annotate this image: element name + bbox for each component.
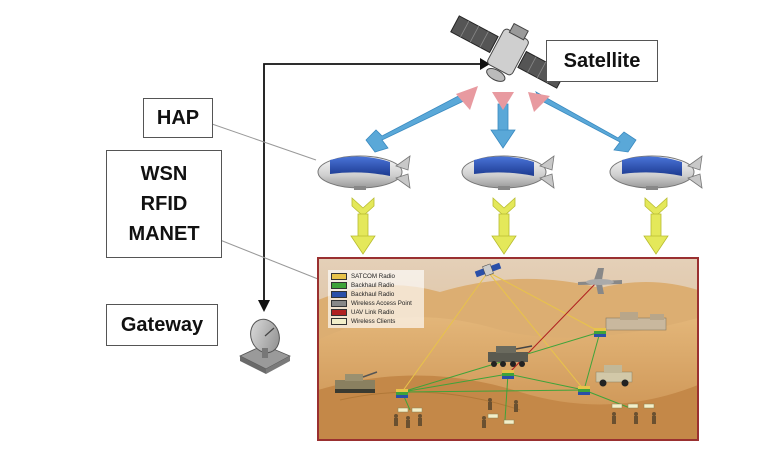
building-icon (605, 312, 667, 331)
gateway-satellite-link (258, 58, 490, 312)
rfid-label-text: RFID (140, 193, 188, 215)
satellite-label-text: Satellite (563, 49, 641, 72)
soldier-icon (394, 398, 656, 428)
legend-swatch (331, 318, 347, 325)
legend-label: Backhaul Radio (351, 282, 395, 289)
uav-icon (578, 268, 622, 294)
hap-ground-links (350, 197, 669, 255)
legend-item: SATCOM Radio (331, 272, 421, 281)
gateway-dish-icon (239, 318, 291, 374)
legend-label: Wireless Clients (351, 318, 396, 325)
wsn-label-text: WSN (140, 163, 188, 185)
gateway-label-text: Gateway (120, 313, 204, 336)
wsn-leader-line (219, 239, 319, 280)
legend-swatch (331, 291, 347, 298)
satellite-label: Satellite (546, 40, 658, 82)
hap-leader-line (211, 123, 317, 161)
legend-item: Wireless Clients (331, 317, 421, 326)
legend-item: Backhaul Radio (331, 290, 421, 299)
gateway-label: Gateway (106, 304, 218, 346)
airship-icon (461, 155, 555, 190)
tank-icon (335, 371, 378, 393)
legend-swatch (331, 273, 347, 280)
tank-icon (488, 345, 533, 367)
hap-label: HAP (143, 98, 213, 138)
wireless-client-icon (397, 403, 655, 425)
satellite-hap-links (365, 86, 637, 153)
access-point-icon (396, 328, 606, 398)
scene-links (401, 271, 631, 421)
airship-icon (317, 155, 411, 190)
hap-label-text: HAP (156, 106, 200, 129)
legend-label: UAV Link Radio (351, 309, 395, 316)
legend-label: Backhaul Radio (351, 291, 395, 298)
legend-item: UAV Link Radio (331, 308, 421, 317)
legend-label: SATCOM Radio (351, 273, 395, 280)
legend-swatch (331, 282, 347, 289)
legend-label: Wireless Access Point (351, 300, 412, 307)
wsn-rfid-manet-label: WSN RFID MANET (106, 150, 222, 258)
legend-item: Wireless Access Point (331, 299, 421, 308)
manet-label-text: MANET (128, 223, 200, 245)
legend-swatch (331, 309, 347, 316)
satellite-icon (474, 262, 502, 278)
legend-swatch (331, 300, 347, 307)
airship-icon (609, 155, 703, 190)
humvee-icon (595, 365, 633, 387)
legend-item: Backhaul Radio (331, 281, 421, 290)
